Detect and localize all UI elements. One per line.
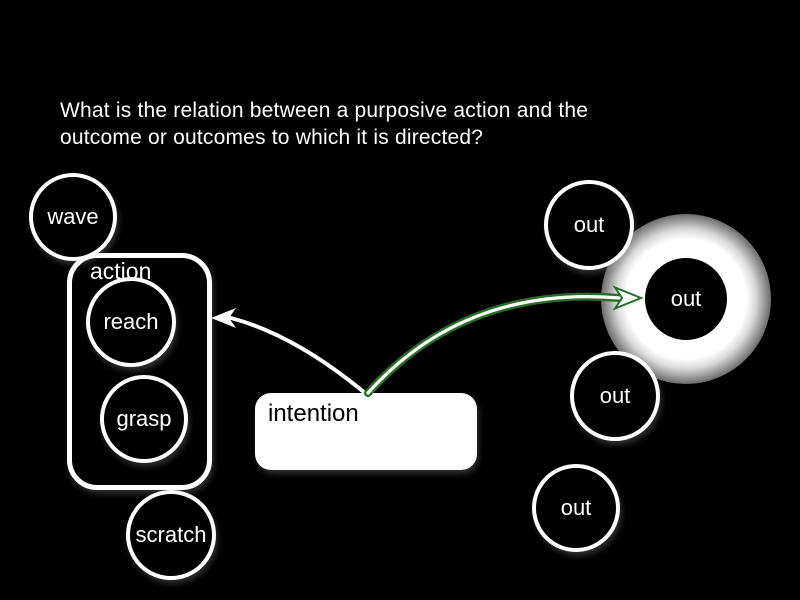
intention-box: intention [255, 393, 477, 470]
circle-wave: wave [29, 173, 117, 261]
circle-out-top-label: out [573, 212, 605, 237]
slide-title-line-1: What is the relation between a purposive… [60, 99, 589, 122]
circle-grasp-label: grasp [116, 406, 172, 431]
circle-out-highlighted: out [642, 255, 730, 343]
circle-grasp: grasp [100, 375, 188, 463]
circle-out-highlighted-label: out [670, 286, 702, 311]
circle-out-mid: out [570, 351, 660, 441]
arrow-intention-to-action-head [211, 308, 236, 328]
circle-scratch: scratch [126, 490, 216, 580]
circle-reach: reach [86, 277, 176, 367]
circle-reach-label: reach [103, 309, 159, 334]
circle-out-mid-label: out [599, 383, 631, 408]
slide-title: What is the relation between a purposive… [60, 97, 588, 151]
intention-label: intention [268, 400, 359, 427]
circle-wave-label: wave [47, 204, 99, 229]
circle-out-top: out [544, 180, 634, 270]
slide-title-line-2: outcome or outcomes to which it is direc… [60, 126, 484, 149]
arrow-intention-to-action [229, 316, 367, 395]
circle-out-bottom: out [532, 464, 620, 552]
circle-out-bottom-label: out [560, 495, 592, 520]
circle-scratch-label: scratch [135, 522, 207, 547]
